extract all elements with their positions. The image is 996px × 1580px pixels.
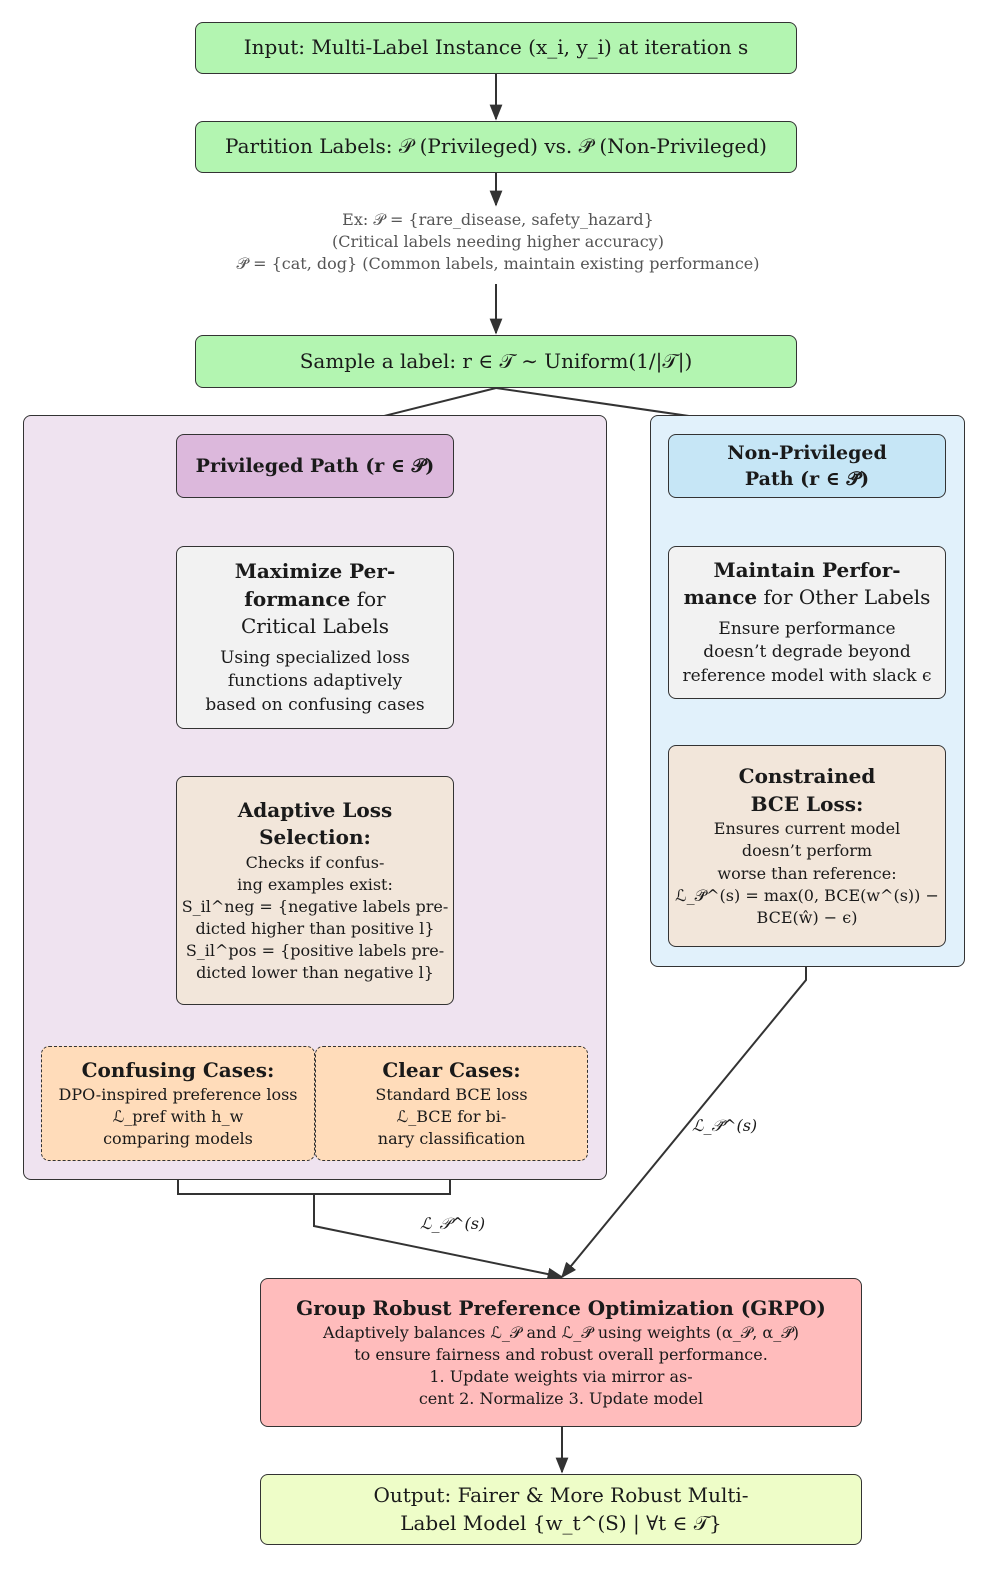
maintain-title-line-1: Maintain Perfor- bbox=[713, 557, 901, 582]
nonprivileged-path-node: Non-Privileged Path (r ∈ 𝒫̄) bbox=[668, 434, 946, 498]
adaptive-body-line-3: S_il^neg = {negative labels pre- bbox=[181, 897, 449, 917]
partition-text: Partition Labels: 𝒫 (Privileged) vs. 𝒫̄ … bbox=[225, 134, 767, 159]
maximize-title-line-1: Maximize Per- bbox=[234, 558, 396, 583]
constrained-body-line-1: Ensures current model bbox=[713, 819, 901, 839]
partition-node: Partition Labels: 𝒫 (Privileged) vs. 𝒫̄ … bbox=[195, 121, 797, 173]
clear-cases-node: Clear Cases: Standard BCE loss ℒ_BCE for… bbox=[315, 1046, 588, 1161]
adaptive-body-line-1: Checks if confus- bbox=[245, 852, 385, 872]
output-line-1: Output: Fairer & More Robust Multi- bbox=[373, 1482, 749, 1507]
maximize-node: Maximize Per- formance for Critical Labe… bbox=[176, 546, 454, 729]
maximize-body-line-2: functions adaptively bbox=[227, 671, 403, 692]
adaptive-loss-node: Adaptive Loss Selection: Checks if confu… bbox=[176, 776, 454, 1005]
grpo-title: Group Robust Preference Optimization (GR… bbox=[296, 1295, 826, 1320]
example-line-2: (Critical labels needing higher accuracy… bbox=[332, 232, 664, 252]
sample-text: Sample a label: r ∈ 𝒯 ∼ Uniform(1/|𝒯|) bbox=[299, 348, 693, 373]
clear-body-line-1: Standard BCE loss bbox=[375, 1085, 528, 1105]
constrained-body-line-2: doesn’t perform bbox=[741, 841, 873, 861]
constrained-body-line-4: ℒ_𝒫̄^(s) = max(0, BCE(w^(s)) − bbox=[675, 885, 939, 905]
nonprivileged-path-title-line-1: Non-Privileged bbox=[727, 441, 887, 464]
confusing-cases-node: Confusing Cases: DPO-inspired preference… bbox=[41, 1046, 315, 1161]
adaptive-title-line-2: Selection: bbox=[259, 825, 371, 850]
constrained-title-line-1: Constrained bbox=[738, 764, 876, 789]
maximize-body-line-3: based on confusing cases bbox=[205, 694, 425, 715]
privileged-loss-label: ℒ_𝒫^(s) bbox=[420, 1214, 486, 1233]
input-text: Input: Multi-Label Instance (x_i, y_i) a… bbox=[243, 35, 749, 60]
constrained-bce-node: Constrained BCE Loss: Ensures current mo… bbox=[668, 745, 946, 947]
grpo-node: Group Robust Preference Optimization (GR… bbox=[260, 1278, 862, 1427]
nonprivileged-path-title-line-2: Path (r ∈ 𝒫̄) bbox=[744, 468, 870, 490]
nonprivileged-loss-label: ℒ_𝒫̄^(s) bbox=[692, 1116, 758, 1135]
sample-node: Sample a label: r ∈ 𝒯 ∼ Uniform(1/|𝒯|) bbox=[195, 335, 797, 388]
clear-body-line-2: ℒ_BCE for bi- bbox=[396, 1107, 507, 1127]
example-line-1: Ex: 𝒫 = {rare_disease, safety_hazard} bbox=[342, 210, 654, 229]
clear-title: Clear Cases: bbox=[382, 1057, 521, 1082]
adaptive-body-line-4: dicted higher than positive l} bbox=[195, 919, 435, 939]
grpo-body-line-2: to ensure fairness and robust overall pe… bbox=[354, 1345, 768, 1365]
adaptive-body-line-6: dicted lower than negative l} bbox=[196, 963, 434, 983]
adaptive-body-line-5: S_il^pos = {positive labels pre- bbox=[185, 941, 445, 961]
grpo-body-line-3: 1. Update weights via mirror as- bbox=[429, 1367, 693, 1387]
input-node: Input: Multi-Label Instance (x_i, y_i) a… bbox=[195, 22, 797, 74]
maintain-node: Maintain Perfor- mance for Other Labels … bbox=[668, 546, 946, 699]
maintain-body-line-3: reference model with slack ϵ bbox=[682, 665, 932, 686]
maximize-body-line-1: Using specialized loss bbox=[220, 647, 410, 668]
maintain-body-line-2: doesn’t degrade beyond bbox=[703, 642, 911, 663]
privileged-path-node: Privileged Path (r ∈ 𝒫) bbox=[176, 434, 454, 498]
example-note: Ex: 𝒫 = {rare_disease, safety_hazard} (C… bbox=[150, 209, 846, 275]
output-node: Output: Fairer & More Robust Multi- Labe… bbox=[260, 1474, 862, 1545]
grpo-body-line-4: cent 2. Normalize 3. Update model bbox=[418, 1389, 704, 1409]
output-line-2: Label Model {w_t^(S) | ∀t ∈ 𝒯} bbox=[400, 1510, 722, 1535]
arrow-privileged-loss-to-grpo bbox=[313, 1194, 564, 1281]
constrained-body-line-3: worse than reference: bbox=[717, 863, 897, 883]
confusing-title: Confusing Cases: bbox=[81, 1057, 275, 1082]
maintain-title-line-2: mance for Other Labels bbox=[683, 585, 931, 610]
grpo-body-line-1: Adaptively balances ℒ_𝒫 and ℒ_𝒫̄ using w… bbox=[323, 1323, 799, 1343]
maximize-title-line-3: Critical Labels bbox=[240, 614, 390, 639]
adaptive-body-line-2: ing examples exist: bbox=[237, 874, 393, 894]
adaptive-title-line-1: Adaptive Loss bbox=[237, 797, 393, 822]
maximize-title-line-2: formance for bbox=[244, 586, 386, 611]
constrained-body-line-5: BCE(ŵ) − ϵ) bbox=[756, 907, 858, 927]
clear-body-line-3: nary classification bbox=[377, 1129, 526, 1149]
confusing-body-line-2: ℒ_pref with h_w bbox=[112, 1107, 244, 1127]
confusing-body-line-3: comparing models bbox=[103, 1129, 253, 1149]
privileged-path-title: Privileged Path (r ∈ 𝒫) bbox=[195, 454, 435, 477]
confusing-body-line-1: DPO-inspired preference loss bbox=[58, 1085, 298, 1105]
maintain-body-line-1: Ensure performance bbox=[718, 618, 896, 639]
constrained-title-line-2: BCE Loss: bbox=[750, 791, 864, 816]
example-line-3: 𝒫̄ = {cat, dog} (Common labels, maintain… bbox=[236, 254, 760, 274]
